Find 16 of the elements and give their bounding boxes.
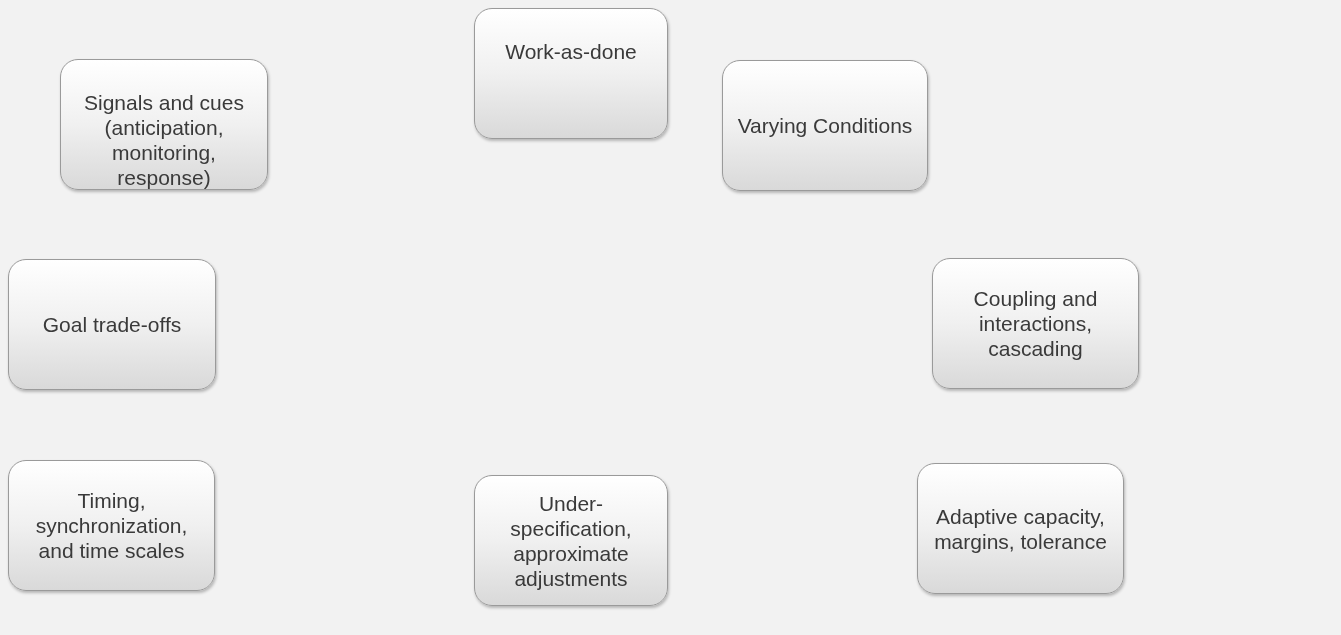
rounded-box [474, 8, 668, 139]
box-label: Adaptive capacity, margins, tolerance [933, 503, 1108, 554]
box-label: Signals and cues (anticipation, monitoring, response) [83, 90, 245, 190]
box-label: Varying Conditions [737, 113, 913, 138]
box-label: Coupling and interactions, cascading [972, 286, 1099, 361]
rounded-box [8, 460, 215, 591]
rounded-box [722, 60, 928, 191]
box-label: Work-as-done [505, 39, 637, 64]
rounded-box [932, 258, 1139, 389]
rounded-box [60, 59, 268, 190]
rounded-box [917, 463, 1124, 594]
box-label: Timing, synchronization, and time scales [34, 488, 189, 563]
box-label: Goal trade-offs [42, 312, 182, 337]
rounded-box [474, 475, 668, 606]
rounded-box [8, 259, 216, 390]
box-label: Under-specification, approximate adjustments [509, 490, 633, 591]
